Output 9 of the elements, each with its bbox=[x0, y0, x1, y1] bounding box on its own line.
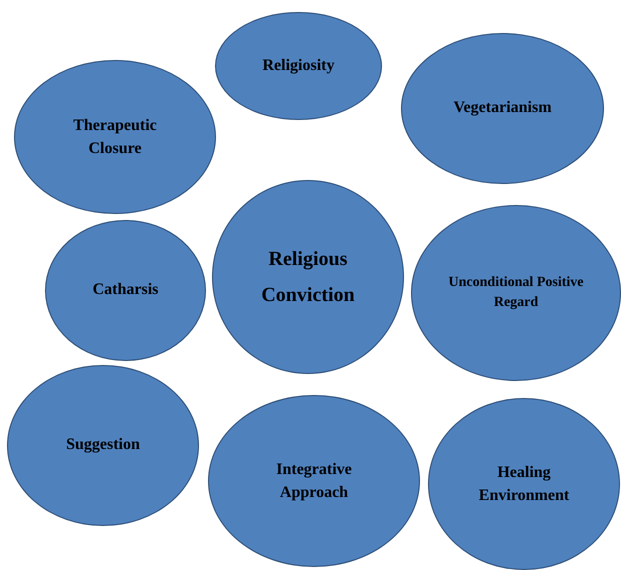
node-label: Catharsis bbox=[92, 280, 158, 300]
node-label: Religious Conviction bbox=[260, 247, 356, 308]
node-label: Integrative Approach bbox=[275, 460, 353, 503]
node-label: Unconditional Positive Regard bbox=[448, 274, 584, 312]
node-label: Vegetarianism bbox=[453, 98, 552, 118]
node-label: Therapeutic Closure bbox=[72, 116, 158, 159]
node-label: Suggestion bbox=[66, 435, 140, 456]
node-label: Healing Environment bbox=[478, 462, 570, 506]
node-label: Religiosity bbox=[262, 56, 334, 76]
